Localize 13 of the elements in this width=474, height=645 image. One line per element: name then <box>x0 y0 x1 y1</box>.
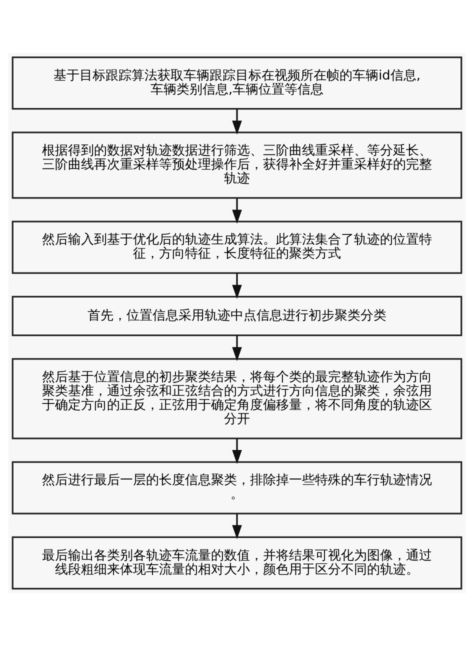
node-box: 根据得到的数据对轨迹数据进行筛选、三阶曲线重采样、等分延长、三阶曲线再次重采样等预处理操作后，获得补全好并重采样好的完整轨迹 <box>12 131 462 198</box>
arrow <box>232 272 242 298</box>
arrow <box>232 438 242 464</box>
node-box: 首先，位置信息采用轨迹中点信息进行初步聚类分类 <box>12 295 462 336</box>
node-box: 最后输出各类别各轨迹车流量的数值，并将结果可视化为图像，通过线段粗细来体现车流量的相对大小，颜色用于区分不同的轨迹。 <box>12 536 462 589</box>
arrow <box>232 108 242 134</box>
node-box: 基于目标跟踪算法获取车辆跟踪目标在视频所在帧的车辆id信息,车辆类别信息,车辆位置等信息 <box>12 56 462 110</box>
arrow <box>232 334 242 361</box>
node-box: 然后基于位置信息的初步聚类结果，将每个类的最完整轨迹作为方向聚类基准，通过余弦和正弦结合的方式进行方向信息的聚类，余弦用于确定方向的正反，正弦用于确定角度偏移量，将不同角度的轨迹区分开 <box>12 358 462 439</box>
arrow <box>232 198 242 224</box>
arrow <box>232 513 242 539</box>
node-box: 然后进行最后一层的长度信息聚类，排除掉一些特殊的车行轨迹情况。 <box>12 460 462 514</box>
node-box: 然后输入到基于优化后的轨迹生成算法。此算法集合了轨迹的位置特征，方向特征，长度特征的聚类方式 <box>12 220 462 274</box>
